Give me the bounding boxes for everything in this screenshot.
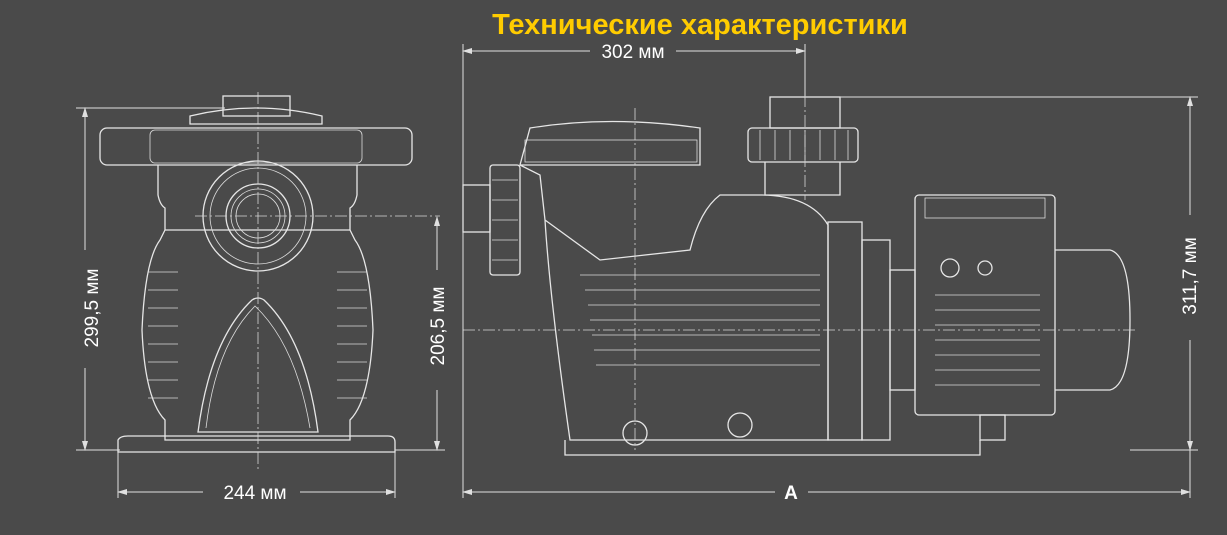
dimension-302: 302 мм bbox=[462, 42, 806, 498]
dimension-302-label: 302 мм bbox=[601, 42, 664, 63]
dimension-206-5-label: 206,5 мм bbox=[428, 287, 449, 366]
dimension-299-5-label: 299,5 мм bbox=[82, 269, 103, 348]
dimension-206-5: 206,5 мм bbox=[395, 216, 449, 451]
dimension-a: A bbox=[462, 450, 1191, 504]
pump-front-view bbox=[99, 95, 413, 453]
page-title: Технические характеристики bbox=[492, 9, 908, 41]
pump-side-view bbox=[462, 96, 1131, 456]
dimension-311-7-label: 311,7 мм bbox=[1180, 237, 1201, 315]
dimension-299-5: 299,5 мм bbox=[76, 107, 225, 451]
dimension-a-label: A bbox=[784, 483, 798, 504]
dimension-311-7: 311,7 мм bbox=[840, 96, 1201, 451]
dimension-244: 244 мм bbox=[117, 452, 396, 504]
dimension-244-label: 244 мм bbox=[223, 483, 286, 504]
